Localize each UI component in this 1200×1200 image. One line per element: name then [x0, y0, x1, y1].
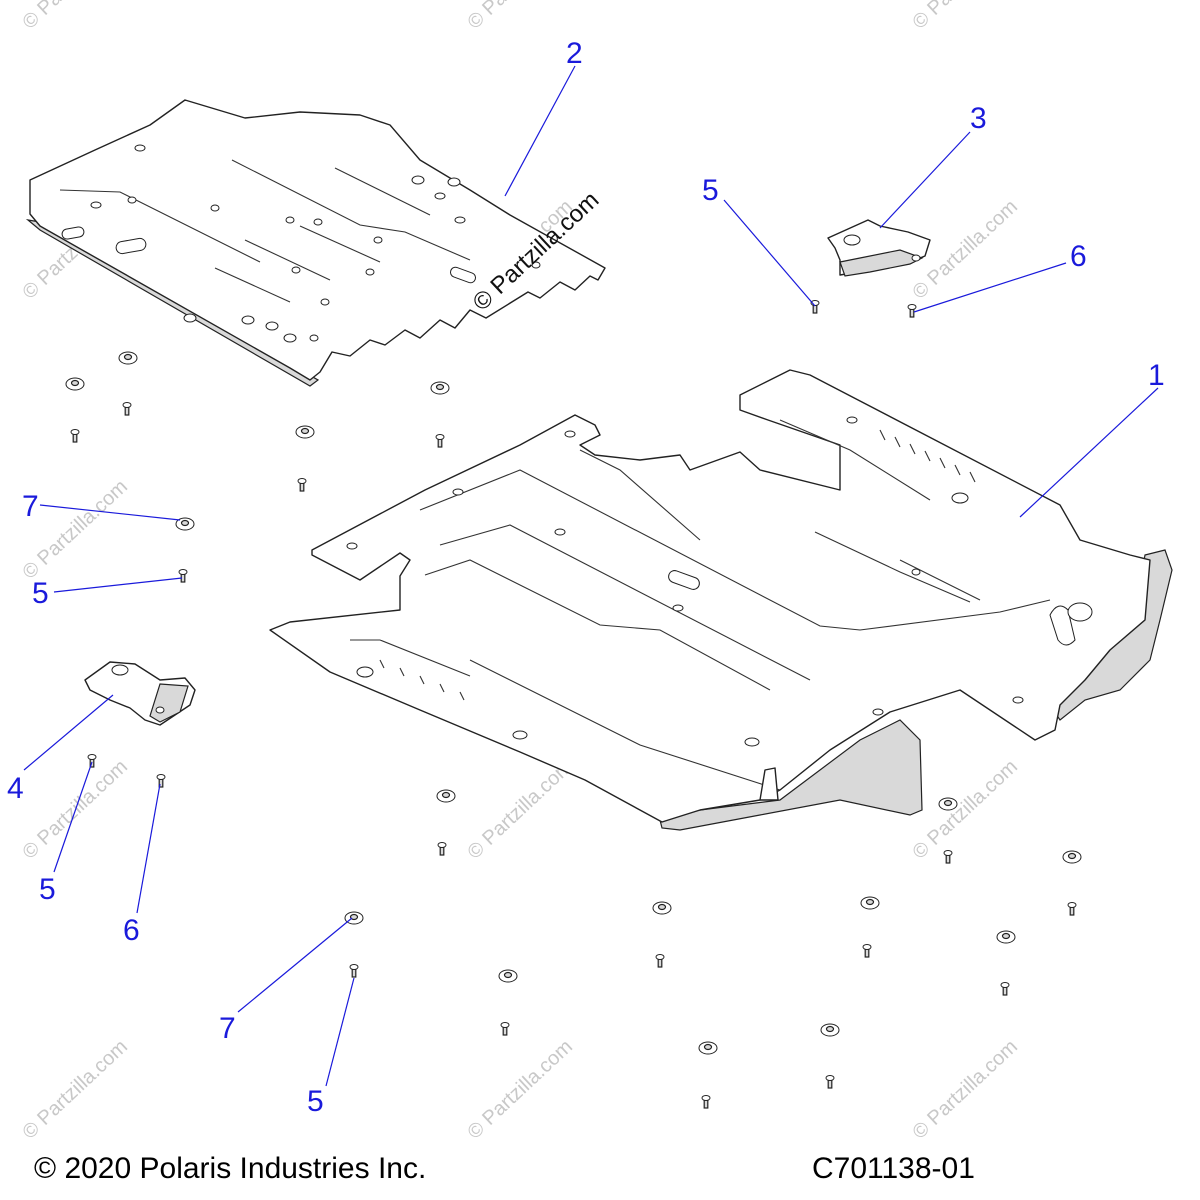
screw	[156, 774, 166, 788]
washer-rivet	[938, 797, 958, 811]
screw	[435, 434, 445, 448]
callout-7-bottom: 7	[219, 1012, 236, 1045]
hardware-layer	[65, 300, 1082, 1109]
washer-rivet	[430, 381, 450, 395]
watermark-faint: © Partzilla.com	[18, 1036, 132, 1144]
part-4-bracket[interactable]	[84, 661, 196, 726]
watermark-faint: © Partzilla.com	[463, 1036, 577, 1144]
screw	[655, 954, 665, 968]
watermark-faint: © Partzilla.com	[908, 1036, 1022, 1144]
washer-rivet	[65, 377, 85, 391]
washer-rivet	[498, 969, 518, 983]
screw	[122, 402, 132, 416]
screw	[907, 304, 917, 318]
callout-1: 1	[1148, 359, 1165, 392]
part-3-bracket[interactable]	[827, 219, 931, 277]
callout-5-bottom: 5	[307, 1085, 324, 1118]
screw	[943, 850, 953, 864]
callout-3: 3	[970, 102, 987, 135]
washer-rivet	[436, 789, 456, 803]
callout-7-left: 7	[22, 490, 39, 523]
watermark-faint: © Partzilla.com	[908, 0, 1022, 34]
screw	[701, 1095, 711, 1109]
washer-rivet	[652, 901, 672, 915]
screw	[297, 478, 307, 492]
part-2-skid-plate[interactable]	[25, 99, 606, 387]
callout-5-upper: 5	[702, 174, 719, 207]
screw	[825, 1075, 835, 1089]
watermark-faint: © Partzilla.com	[18, 0, 132, 34]
callout-4: 4	[7, 772, 24, 805]
callout-numbers: 1 2 3 4 5 5 5 5 6 6 7 7	[7, 37, 1165, 1118]
screw	[437, 842, 447, 856]
screw	[87, 754, 97, 768]
washer-rivet	[698, 1041, 718, 1055]
watermark-faint: © Partzilla.com	[463, 0, 577, 34]
washer-rivet	[820, 1023, 840, 1037]
screw	[70, 429, 80, 443]
washer-rivet	[118, 351, 138, 365]
callout-6-lower: 6	[123, 914, 140, 947]
washer-rivet	[175, 517, 195, 531]
washer-rivet	[860, 896, 880, 910]
watermark-faint: © Partzilla.com	[908, 756, 1022, 864]
screw	[862, 944, 872, 958]
screw	[178, 569, 188, 583]
callout-5-lower-left: 5	[39, 873, 56, 906]
callout-2: 2	[566, 37, 583, 70]
washer-rivet	[1062, 850, 1082, 864]
washer-rivet	[344, 911, 364, 925]
watermark-faint: © Partzilla.com	[463, 756, 577, 864]
screw	[500, 1022, 510, 1036]
washer-rivet	[295, 425, 315, 439]
screw	[1067, 902, 1077, 916]
screw	[349, 964, 359, 978]
drawing-number: C701138-01	[812, 1152, 975, 1185]
part-1-skid-plate[interactable]	[269, 369, 1173, 831]
copyright-text: © 2020 Polaris Industries Inc.	[34, 1152, 427, 1185]
callout-6-upper: 6	[1070, 240, 1087, 273]
callout-leaders	[23, 65, 1159, 1087]
callout-5-left: 5	[32, 577, 49, 610]
screw	[1000, 982, 1010, 996]
washer-rivet	[996, 930, 1016, 944]
